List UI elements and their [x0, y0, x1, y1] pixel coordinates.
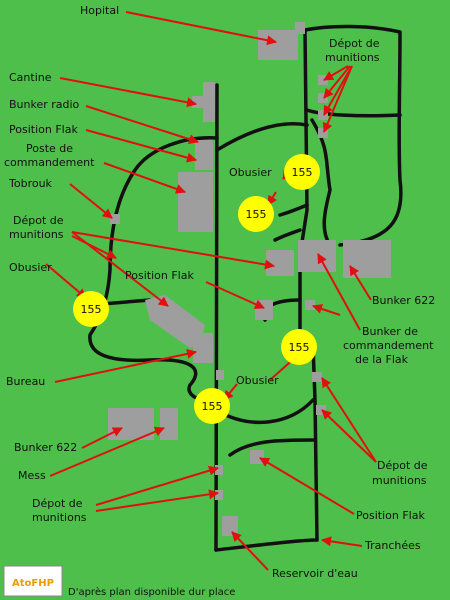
label-mess: Mess [18, 469, 46, 482]
bunker-mess [160, 408, 178, 440]
label-tranchees: Tranchées [364, 539, 421, 552]
bunker-hopital-small [295, 22, 305, 34]
bunker-flak-pc [195, 140, 213, 170]
label-bunker-cmd-flak-1: Bunker de [362, 325, 418, 338]
buildings [108, 22, 391, 536]
label-reservoir: Reservoir d'eau [272, 567, 358, 580]
label-bunker622-right: Bunker 622 [372, 294, 435, 307]
bunker-depot-left [145, 295, 205, 348]
label-depot-top-1: Dépot de [329, 37, 380, 50]
bunker-flak-mid [255, 300, 273, 320]
label-depot-left-1: Dépot de [13, 214, 64, 227]
gun-markers: 155 155 155 155 155 [73, 154, 320, 424]
bunker-flak-cmd [298, 240, 336, 272]
pointer-arrows [45, 11, 377, 571]
label-position-flak-center: Position Flak [125, 269, 194, 282]
source-note: D'après plan disponible dur place [68, 586, 235, 598]
gun-marker-bottom: 155 [194, 388, 230, 424]
bunker-radio [192, 96, 206, 108]
label-bunker-cmd-flak-2: commandement [343, 339, 434, 352]
logo-text: AtoFHP [12, 578, 54, 589]
svg-text:155: 155 [289, 341, 310, 354]
label-depot-right-1: Dépot de [377, 459, 428, 472]
bunker-tobrouk [110, 214, 120, 224]
labels: Hopital Cantine Bunker radio Position Fl… [4, 4, 435, 580]
bunker-tobrouk-complex [178, 172, 213, 232]
label-position-flak-right: Position Flak [356, 509, 425, 522]
label-cantine: Cantine [9, 71, 52, 84]
gun-marker-top: 155 [284, 154, 320, 190]
label-obusier-top: Obusier [229, 166, 272, 179]
bunker-cantine [203, 82, 215, 122]
label-depot-top-2: munitions [325, 51, 380, 64]
label-depot-bottom-2: munitions [32, 511, 87, 524]
gun-marker-left: 155 [73, 291, 109, 327]
svg-text:155: 155 [246, 208, 267, 221]
label-hopital: Hopital [80, 4, 119, 17]
label-position-flak: Position Flak [9, 123, 78, 136]
label-tobrouk: Tobrouk [8, 177, 53, 190]
label-bunker-radio: Bunker radio [9, 98, 80, 111]
bunker-bureau [193, 333, 213, 363]
label-poste-cmd-2: commandement [4, 156, 95, 169]
bunker-depot-top-3 [318, 110, 328, 120]
svg-text:155: 155 [292, 166, 313, 179]
bunker-622-right [343, 240, 391, 278]
svg-text:155: 155 [202, 400, 223, 413]
footer: AtoFHP D'après plan disponible dur place [3, 565, 235, 598]
svg-text:155: 155 [81, 303, 102, 316]
bunker-small-center [216, 370, 224, 380]
label-depot-left-2: munitions [9, 228, 64, 241]
label-bunker622-left: Bunker 622 [14, 441, 77, 454]
bunker-depot-top-1 [318, 75, 328, 85]
bunker-flak-low [250, 450, 264, 464]
bunker-small-right [305, 300, 315, 310]
bunker-flak-center [266, 250, 294, 276]
label-depot-bottom-1: Dépot de [32, 497, 83, 510]
bunker-depot-bottom-1 [215, 465, 223, 475]
gun-marker-right: 155 [281, 329, 317, 365]
label-poste-cmd-1: Poste de [26, 142, 73, 155]
bunker-depot-top-4 [318, 128, 328, 138]
gun-marker-top-left: 155 [238, 196, 274, 232]
trench-network [88, 24, 403, 552]
bunker-depot-bottom-2 [215, 490, 223, 500]
bunker-hopital [258, 30, 298, 60]
label-depot-right-2: munitions [372, 474, 427, 487]
label-obusier-left: Obusier [9, 261, 52, 274]
label-bureau: Bureau [6, 375, 45, 388]
bunker-depot-top-2 [318, 93, 328, 103]
label-bunker-cmd-flak-3: de la Flak [355, 353, 409, 366]
bunker-depot-right-1 [312, 372, 322, 382]
label-obusier-bottom: Obusier [236, 374, 279, 387]
bunker-depot-right-2 [316, 405, 326, 415]
bunker-reservoir [222, 516, 238, 536]
logo-box [3, 565, 63, 597]
